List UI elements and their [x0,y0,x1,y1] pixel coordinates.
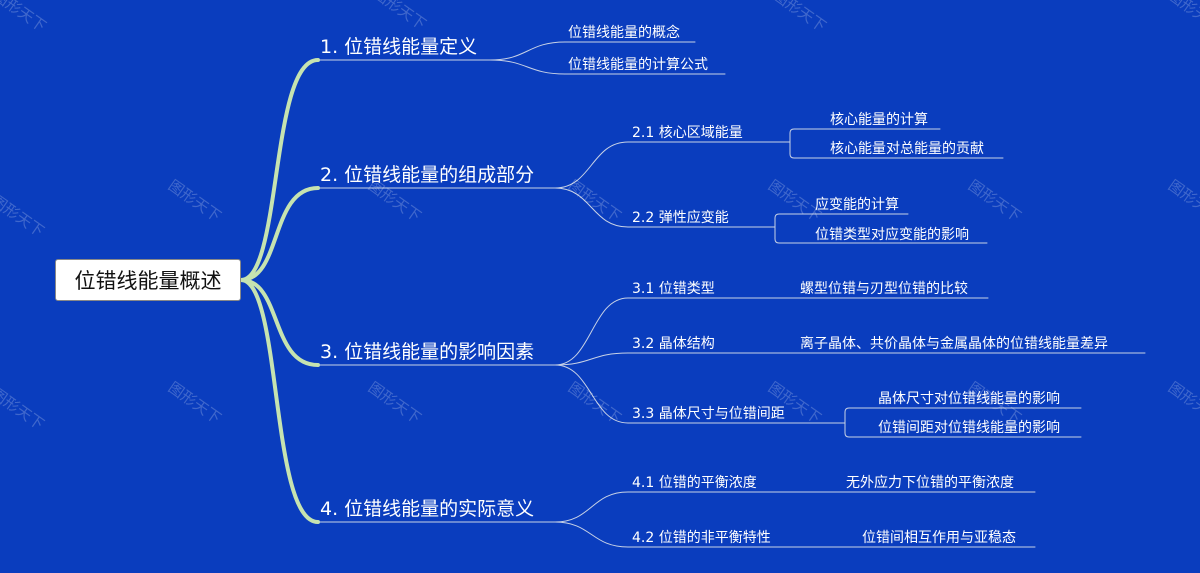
main-branch-connector [239,278,320,524]
branch-2-node[interactable]: 2. 位错线能量的组成部分 [320,166,534,185]
leaf-3-3-1[interactable]: 晶体尺寸对位错线能量的影响 [878,392,1060,406]
node-2-2-label: 2.2 弹性应变能 [632,210,729,226]
leaf-3-1-1[interactable]: 螺型位错与刃型位错的比较 [800,282,968,296]
branch-4-label: 4. 位错线能量的实际意义 [320,498,535,520]
main-branch-connector [239,278,320,367]
leaf-3-3-2-label: 位错间距对位错线能量的影响 [878,420,1060,436]
leaf-2-2-1[interactable]: 应变能的计算 [815,198,899,212]
node-1-2-label: 位错线能量的计算公式 [568,57,708,73]
sub-branch-connector [554,141,629,189]
leaf-4-2-1-label: 位错间相互作用与亚稳态 [862,530,1016,546]
leaf-connector [844,407,1082,424]
leaf-4-1-1[interactable]: 无外应力下位错的平衡浓度 [846,476,1014,490]
sub-branch-connector [554,352,629,366]
branch-4-node[interactable]: 4. 位错线能量的实际意义 [320,500,534,519]
leaf-connector [789,128,941,143]
node-2-1[interactable]: 2.1 核心区域能量 [632,126,743,140]
main-branch-connector [239,58,320,282]
branch-3-node[interactable]: 3. 位错线能量的影响因素 [320,343,534,362]
leaf-connector [774,213,909,228]
branch-1-label: 1. 位错线能量定义 [320,36,478,58]
node-3-2-label: 3.2 晶体结构 [632,336,715,352]
sub-branch-connector [489,59,566,75]
leaf-3-3-2[interactable]: 位错间距对位错线能量的影响 [878,421,1060,435]
root-label: 位错线能量概述 [74,269,222,293]
leaf-2-1-1-label: 核心能量的计算 [830,112,928,128]
leaf-2-2-2[interactable]: 位错类型对应变能的影响 [815,228,969,242]
sub-branch-connector [489,41,566,61]
leaf-3-2-1-label: 离子晶体、共价晶体与金属晶体的位错线能量差异 [800,336,1108,352]
leaf-4-1-1-label: 无外应力下位错的平衡浓度 [846,475,1014,491]
branch-2-label: 2. 位错线能量的组成部分 [320,164,535,186]
node-3-3[interactable]: 3.3 晶体尺寸与位错间距 [632,407,785,421]
branch-3-label: 3. 位错线能量的影响因素 [320,341,535,363]
leaf-2-2-2-label: 位错类型对应变能的影响 [815,227,969,243]
leaf-connector [774,226,988,244]
sub-branch-connector [554,364,629,424]
root-node[interactable]: 位错线能量概述 [55,259,241,301]
node-4-1[interactable]: 4.1 位错的平衡浓度 [632,476,757,490]
node-3-2[interactable]: 3.2 晶体结构 [632,337,715,351]
node-4-1-label: 4.1 位错的平衡浓度 [632,475,757,491]
leaf-2-1-1[interactable]: 核心能量的计算 [830,113,928,127]
leaf-connector [789,141,1004,159]
sub-branch-connector [554,491,629,523]
leaf-2-1-2[interactable]: 核心能量对总能量的贡献 [830,142,984,156]
node-4-2[interactable]: 4.2 位错的非平衡特性 [632,531,771,545]
sub-branch-connector [554,521,629,548]
leaf-3-2-1[interactable]: 离子晶体、共价晶体与金属晶体的位错线能量差异 [800,337,1108,351]
main-branch-connector [239,186,320,282]
branch-1-node[interactable]: 1. 位错线能量定义 [320,38,477,57]
node-1-2[interactable]: 位错线能量的计算公式 [568,58,708,72]
node-3-1-label: 3.1 位错类型 [632,281,715,297]
node-4-2-label: 4.2 位错的非平衡特性 [632,530,771,546]
node-3-3-label: 3.3 晶体尺寸与位错间距 [632,406,785,422]
sub-branch-connector [554,297,629,366]
leaf-4-2-1[interactable]: 位错间相互作用与亚稳态 [862,531,1016,545]
node-1-1[interactable]: 位错线能量的概念 [568,26,680,40]
node-3-1[interactable]: 3.1 位错类型 [632,282,715,296]
leaf-connector [844,422,1082,438]
leaf-3-1-1-label: 螺型位错与刃型位错的比较 [800,281,968,297]
node-1-1-label: 位错线能量的概念 [568,25,680,41]
sub-branch-connector [554,187,629,228]
leaf-3-3-1-label: 晶体尺寸对位错线能量的影响 [878,391,1060,407]
leaf-2-1-2-label: 核心能量对总能量的贡献 [830,141,984,157]
node-2-1-label: 2.1 核心区域能量 [632,125,743,141]
node-2-2[interactable]: 2.2 弹性应变能 [632,211,729,225]
leaf-2-2-1-label: 应变能的计算 [815,197,899,213]
